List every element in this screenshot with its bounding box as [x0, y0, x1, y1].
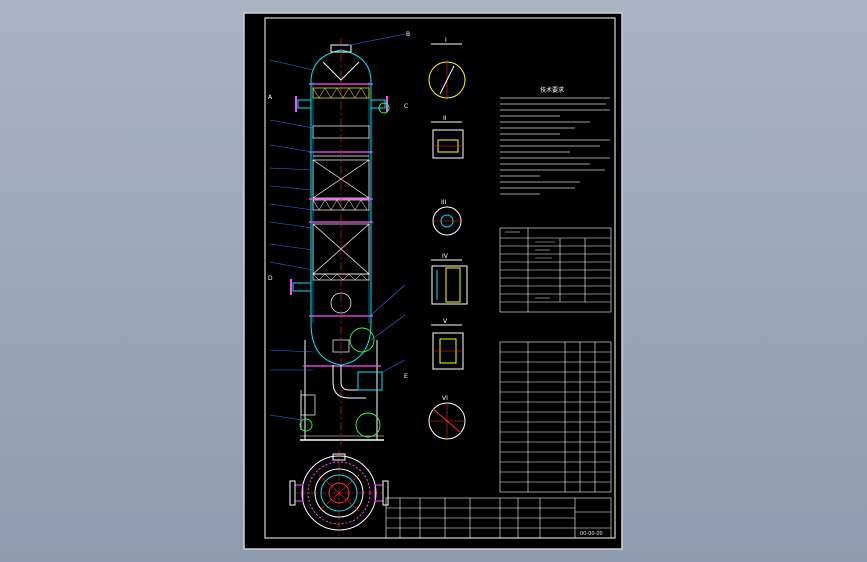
view-label-4: IV [442, 253, 449, 260]
nozzles [290, 96, 388, 399]
technical-requirements-text [500, 97, 610, 195]
reboiler-nozzle [357, 371, 383, 391]
design-data-table [499, 227, 612, 313]
detail-views [428, 43, 468, 440]
title-block [385, 497, 612, 539]
view-label-1: I [445, 37, 447, 44]
callout-nozzle-right-lower: E [404, 373, 408, 380]
outlet-pipe [340, 365, 366, 391]
callout-nozzle-right-upper: C [404, 103, 408, 110]
view-label-3: III [441, 199, 447, 206]
drawing-sheet [243, 12, 623, 550]
callout-nozzle-left-upper: A [268, 94, 273, 101]
view-label-5: V [443, 318, 448, 325]
callout-top-right: B [406, 31, 410, 38]
drawing-number: 00-00-00 [580, 531, 603, 537]
nozzle-right-upper [370, 99, 386, 109]
technical-requirements-title: 技术要求 [540, 86, 564, 94]
plan-view [289, 450, 389, 536]
view-label-6: VI [442, 395, 448, 402]
nozzle-left-upper [297, 99, 312, 109]
nozzle-table [499, 341, 612, 493]
view-label-2: II [443, 115, 447, 122]
feed-nozzle [292, 282, 312, 292]
leader-lines [269, 33, 406, 421]
detail-circles [299, 102, 390, 438]
callout-feed: D [268, 275, 273, 282]
